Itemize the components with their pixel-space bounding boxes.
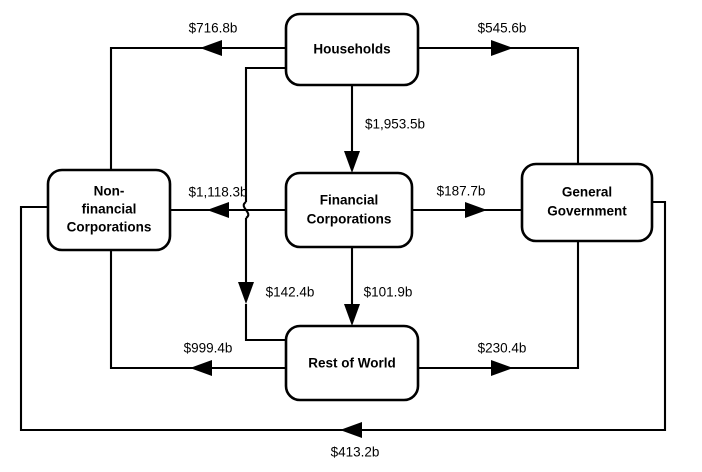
arrowhead-142 bbox=[238, 282, 254, 304]
arrowhead-716 bbox=[200, 40, 222, 56]
node-general-government-box[interactable] bbox=[520, 162, 654, 243]
node-households-box[interactable] bbox=[284, 12, 420, 87]
edge-label-households-to-nonfinancial: $716.8b bbox=[189, 21, 238, 36]
edge-line-142-tail bbox=[244, 304, 286, 342]
edge-restofworld-to-government: $230.4b bbox=[418, 241, 580, 376]
edge-households-to-restofworld: $142.4b bbox=[238, 66, 315, 342]
node-nonfinancial-corporations-label-line2: financial bbox=[82, 202, 137, 217]
arrowhead-230 bbox=[491, 360, 513, 376]
edge-label-households-to-restofworld: $142.4b bbox=[266, 285, 315, 300]
edge-financial-to-nonfinancial: $1,118.3b bbox=[170, 185, 286, 218]
node-general-government-label-line2: Government bbox=[547, 204, 627, 219]
edge-financial-to-government: $187.7b bbox=[412, 184, 522, 218]
node-nonfinancial-corporations-box[interactable] bbox=[46, 168, 172, 252]
edge-label-households-to-financial: $1,953.5b bbox=[365, 117, 425, 132]
edge-label-financial-to-restofworld: $101.9b bbox=[364, 285, 413, 300]
edge-line-716 bbox=[109, 46, 286, 170]
arrowhead-1953 bbox=[344, 151, 360, 173]
node-rest-of-world-label: Rest of World bbox=[308, 356, 396, 371]
node-rest-of-world[interactable]: Rest of World bbox=[284, 324, 420, 402]
edge-households-to-nonfinancial: $716.8b bbox=[109, 21, 286, 170]
arrowhead-999 bbox=[190, 360, 212, 376]
node-general-government[interactable]: General Government bbox=[520, 162, 654, 243]
node-general-government-label-line1: General bbox=[562, 185, 612, 200]
node-nonfinancial-corporations-label-line3: Corporations bbox=[67, 220, 152, 235]
edge-households-to-financial: $1,953.5b bbox=[344, 85, 425, 173]
node-rest-of-world-box[interactable] bbox=[284, 324, 420, 402]
arrowhead-1118 bbox=[207, 202, 229, 218]
edge-line-142-hop bbox=[242, 201, 250, 219]
edge-line-230 bbox=[418, 241, 580, 370]
arrowhead-187 bbox=[465, 202, 487, 218]
edge-financial-to-restofworld: $101.9b bbox=[344, 247, 412, 326]
edge-line-999 bbox=[109, 250, 286, 370]
edge-label-restofworld-to-nonfinancial: $999.4b bbox=[184, 341, 233, 356]
arrowhead-101 bbox=[344, 304, 360, 326]
node-nonfinancial-corporations[interactable]: Non- financial Corporations bbox=[46, 168, 172, 252]
node-financial-corporations-box[interactable] bbox=[284, 171, 414, 249]
edge-line-142-upper bbox=[244, 66, 286, 202]
node-households-label: Households bbox=[313, 42, 390, 57]
edge-label-restofworld-to-government: $230.4b bbox=[478, 341, 527, 356]
edge-line-545 bbox=[418, 46, 580, 164]
edge-government-to-nonfinancial: $413.2b bbox=[19, 200, 667, 460]
node-financial-corporations[interactable]: Financial Corporations bbox=[284, 171, 414, 249]
node-nonfinancial-corporations-label-line1: Non- bbox=[94, 184, 125, 199]
node-financial-corporations-label-line2: Corporations bbox=[307, 212, 392, 227]
edge-label-financial-to-nonfinancial: $1,118.3b bbox=[188, 185, 247, 200]
node-financial-corporations-label-line1: Financial bbox=[320, 193, 379, 208]
edge-label-financial-to-government: $187.7b bbox=[437, 184, 486, 199]
edge-restofworld-to-nonfinancial: $999.4b bbox=[109, 250, 286, 376]
node-households[interactable]: Households bbox=[284, 12, 420, 87]
arrowhead-413 bbox=[340, 422, 362, 438]
arrowhead-545 bbox=[491, 40, 513, 56]
edge-label-households-to-government: $545.6b bbox=[478, 21, 527, 36]
edge-households-to-government: $545.6b bbox=[418, 21, 580, 164]
edge-label-government-to-nonfinancial: $413.2b bbox=[331, 445, 380, 460]
